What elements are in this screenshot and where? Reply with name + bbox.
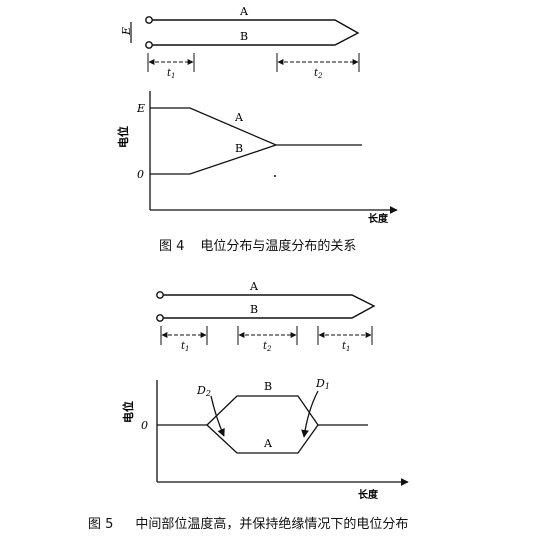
fig5-thermocouple <box>156 291 376 322</box>
fig4-curve-a <box>150 107 362 146</box>
fig4-wire-a-label: A <box>239 5 249 18</box>
fig4-span-left-label: t1 <box>167 68 176 80</box>
fig5-d2-arrow <box>210 395 225 437</box>
fig4-spans <box>147 53 360 72</box>
fig5-wire-a-label: A <box>249 280 259 293</box>
fig5-d1-arrow <box>301 390 319 438</box>
fig4-curve-a-label: A <box>234 111 244 124</box>
fig5-wire-outline <box>163 294 376 319</box>
fig4-axes <box>149 91 398 214</box>
fig4-tick-low: 0 <box>137 168 144 181</box>
fig4-thermocouple <box>145 16 360 49</box>
fig5-curve-a <box>206 424 319 454</box>
fig5-wire-b-label: B <box>250 303 258 316</box>
fig5-y-axis-label: 电位 <box>121 401 135 423</box>
fig4-span-right-label: t2 <box>314 68 323 80</box>
fig5-caption-text: 中间部位温度高，并保持绝缘情况下的电位分布 <box>135 517 409 532</box>
fig5-x-axis-label: 长度 <box>358 488 379 501</box>
fig4-speck <box>274 175 276 177</box>
fig5-d2-label: D2 <box>196 384 211 398</box>
fig5-terminal-b <box>156 314 164 322</box>
fig4-curve-b-label: B <box>235 142 243 155</box>
fig5-caption: 图 5 中间部位温度高，并保持绝缘情况下的电位分布 <box>88 513 408 532</box>
fig4-source-label: E <box>120 27 133 36</box>
fig5-span-right-label: t1 <box>342 341 351 353</box>
fig5-curve-a-label: A <box>263 437 273 450</box>
fig5-axes <box>156 380 409 486</box>
fig4-caption-number: 图 4 <box>159 239 185 254</box>
fig4-y-axis-label: 电位 <box>116 126 130 148</box>
fig4-caption-text: 电位分布与温度分布的关系 <box>200 239 357 254</box>
fig4-tick-high: E <box>136 102 145 115</box>
fig5-spans <box>160 326 373 345</box>
fig4-caption: 图 4 电位分布与温度分布的关系 <box>159 235 356 254</box>
fig5-curve-b-label: B <box>264 380 272 393</box>
fig4-terminal-b <box>145 41 153 49</box>
fig5-caption-number: 图 5 <box>88 517 114 532</box>
fig5-span-mid-label: t2 <box>263 341 272 353</box>
fig4-wire-outline <box>152 19 360 46</box>
fig4-terminal-a <box>145 16 153 24</box>
fig5-curve-b <box>206 395 319 426</box>
fig4-wire-b-label: B <box>240 30 248 43</box>
fig4-curve-b <box>150 144 277 175</box>
fig5-span-left-label: t1 <box>181 341 190 353</box>
fig4-x-axis-label: 长度 <box>368 212 389 225</box>
fig5-terminal-a <box>156 291 164 299</box>
fig5-tick-zero: 0 <box>141 419 148 432</box>
fig5-d1-label: D1 <box>315 377 330 391</box>
